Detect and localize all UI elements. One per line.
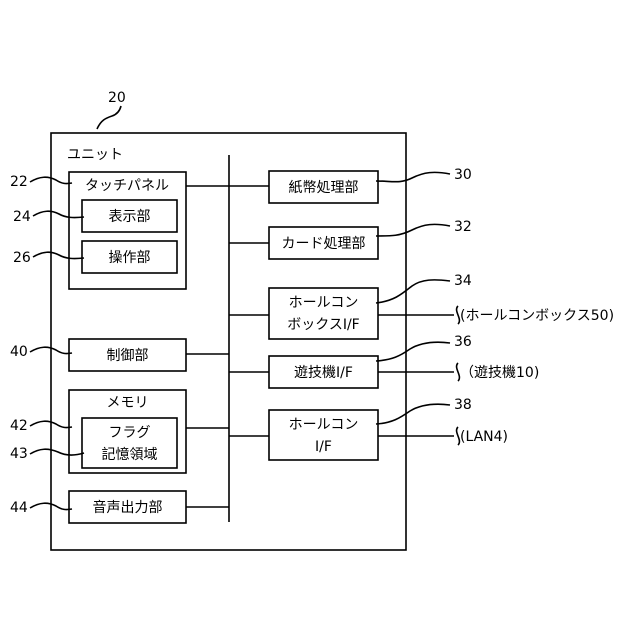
hall-box-external: (ホールコンボックス50) bbox=[460, 308, 614, 324]
bill-label: 紙幣処理部 bbox=[289, 180, 359, 196]
ref-42: 42 bbox=[10, 418, 28, 434]
game-external: （遊技機10) bbox=[460, 365, 539, 381]
ref-36: 36 bbox=[454, 334, 472, 350]
unit-leader bbox=[97, 106, 121, 129]
ref-30: 30 bbox=[454, 167, 472, 183]
display-label: 表示部 bbox=[109, 209, 151, 225]
ref-32: 32 bbox=[454, 219, 472, 235]
ref-43: 43 bbox=[10, 446, 28, 462]
ref-44: 44 bbox=[10, 500, 28, 516]
unit-ref: 20 bbox=[108, 90, 126, 106]
ref-26: 26 bbox=[13, 250, 31, 266]
game-break bbox=[457, 363, 460, 381]
touch-panel-label: タッチパネル bbox=[85, 178, 169, 194]
ref-34: 34 bbox=[454, 273, 472, 289]
flag-area-line1: フラグ bbox=[109, 425, 151, 441]
game-if-label: 遊技機I/F bbox=[294, 365, 353, 381]
ref-22: 22 bbox=[10, 174, 28, 190]
ref-38: 38 bbox=[454, 397, 472, 413]
hall-box-break bbox=[457, 306, 460, 324]
card-label: カード処理部 bbox=[282, 236, 366, 252]
flag-area-line2: 記憶領域 bbox=[102, 446, 158, 463]
operation-label: 操作部 bbox=[109, 250, 151, 266]
hall-if-line2: I/F bbox=[315, 439, 332, 455]
hall-box-if-line1: ホールコン bbox=[289, 295, 359, 311]
audio-label: 音声出力部 bbox=[93, 499, 163, 516]
control-label: 制御部 bbox=[107, 348, 149, 364]
ref-24: 24 bbox=[13, 209, 31, 225]
memory-label: メモリ bbox=[107, 395, 149, 411]
unit-label: ユニット bbox=[67, 147, 123, 163]
lan-external: (LAN4) bbox=[460, 429, 508, 445]
ref-40: 40 bbox=[10, 344, 28, 360]
hall-box-if-line2: ボックスI/F bbox=[287, 317, 359, 333]
lan-break bbox=[457, 427, 460, 445]
hall-if-line1: ホールコン bbox=[289, 417, 359, 433]
